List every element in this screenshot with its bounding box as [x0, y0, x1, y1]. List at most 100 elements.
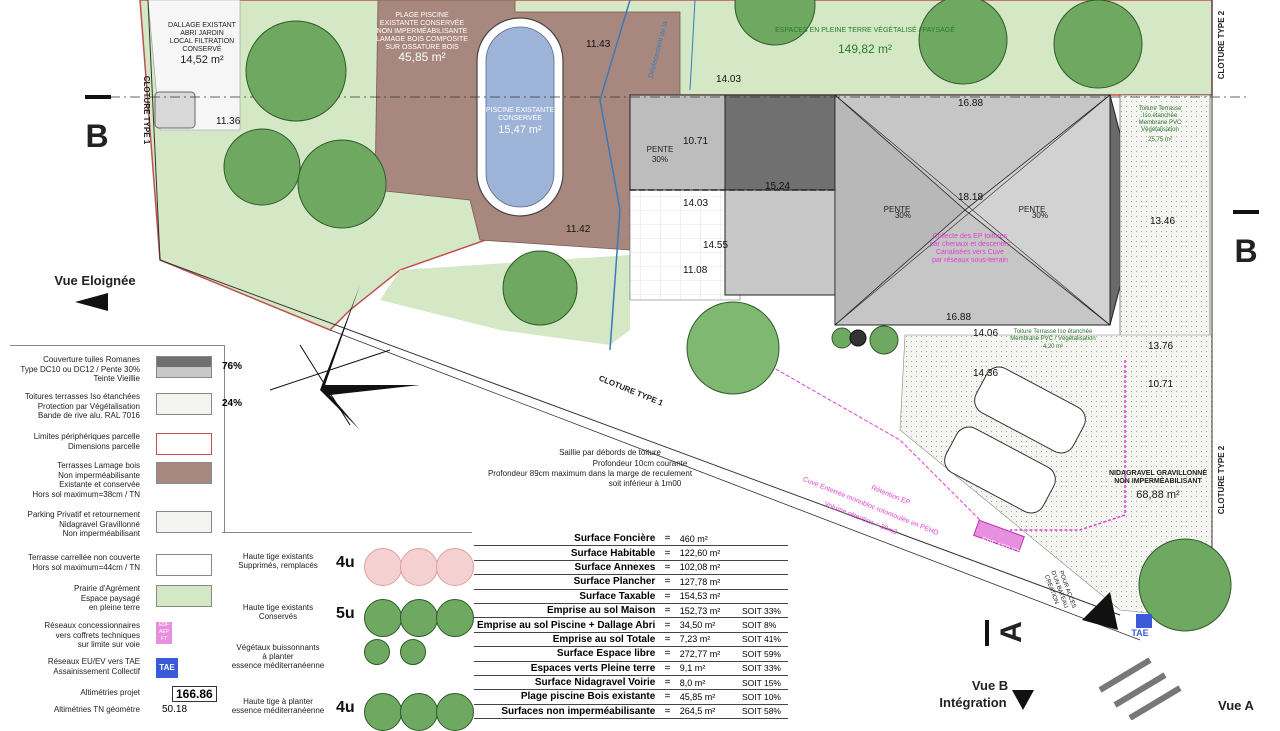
surface-equals: =	[658, 560, 677, 576]
legend-item-text: en pleine terre	[88, 603, 140, 612]
tree-planted	[686, 301, 780, 395]
surface-equals: =	[658, 545, 677, 561]
vue-a-label: Vue A	[1218, 698, 1254, 713]
legend-item-text: Altimétries projet	[80, 688, 140, 697]
altimetry-value: 10.71	[683, 136, 708, 147]
eu-pipe	[689, 0, 696, 91]
vue-eloignee-label: Vue Eloignée	[54, 273, 135, 288]
legend-swatch	[156, 462, 212, 484]
legend-item-text: Protection par Végétalisation	[37, 401, 140, 411]
legend-item-text: Parking Privatif et retournement	[27, 510, 141, 519]
section-b-marker-right	[1233, 210, 1259, 214]
surface-equals: =	[658, 689, 677, 705]
tree-icon	[364, 693, 402, 731]
aep-pipe	[599, 0, 631, 351]
pente-label: PENTE	[1019, 205, 1046, 214]
toiture2-label: 4,20 m²	[1043, 344, 1063, 350]
dallage-label: ABRI JARDIN	[180, 30, 224, 37]
tree-legend-text: essence méditerranéenne	[231, 661, 325, 670]
tree-legend-text: essence méditerranéenne	[231, 706, 325, 715]
shrub	[831, 327, 853, 349]
plage-label: PLAGE PISCINE	[395, 12, 449, 19]
surface-label: Emprise au sol Maison	[474, 603, 659, 619]
surface-equals: =	[658, 646, 677, 662]
toiture2-label: Toiture Terrasse Iso étanchée	[1014, 329, 1093, 335]
legend-swatch	[156, 433, 212, 455]
pente-pct: 30%	[1032, 211, 1048, 220]
saillie-label: Profondeur 10cm courante	[593, 459, 688, 468]
legend-item-text: Hors sol maximum=44cm / TN	[32, 562, 140, 572]
toiture1-label: 25,75 m²	[1148, 137, 1172, 143]
altimetry-tn-value: 50.18	[162, 704, 188, 715]
altimetry-value: 11.08	[683, 265, 708, 276]
surface-label: Surface Espace libre	[474, 646, 659, 662]
legend-item-text: Teinte Vieillie	[93, 374, 140, 383]
surface-equals: =	[658, 632, 677, 648]
section-a-marker	[985, 620, 989, 646]
espaces-area-value: 149,82 m²	[838, 42, 892, 56]
legend-item-text: Couverture tuiles Romanes	[43, 355, 140, 364]
legend-item-text: Réseaux concessionnaires	[44, 621, 140, 630]
edf-line	[1010, 360, 1126, 531]
collecte-label: Canalisées vers Cuve	[936, 249, 1004, 256]
surface-percent: SOIT 59%	[738, 646, 788, 662]
piscine-label: PISCINE EXISTANTE	[486, 107, 555, 114]
tree-existing	[223, 128, 301, 206]
surface-percent: SOIT 33%	[738, 603, 788, 619]
surface-label: Surface Annexes	[474, 560, 659, 576]
tree-existing	[502, 250, 578, 326]
piscine-label: CONSERVÉE	[498, 113, 542, 122]
toiture-terrasse-1	[1119, 94, 1211, 346]
tree-removed-icon	[400, 548, 438, 586]
toiture2-label: Membrane PVC / Végétalisation	[1010, 336, 1095, 342]
altimetry-value: 11.42	[566, 224, 591, 235]
legend-item-text: Non imperméabilisante	[58, 470, 140, 480]
toiture1-label: Iso étanchée	[1143, 113, 1178, 119]
legend-item-text: Limites périphériques parcelle	[33, 432, 140, 441]
legend-item-text: Nidagravel Gravillonné	[59, 519, 140, 529]
roof-panel-1	[629, 94, 726, 191]
surface-equals: =	[658, 574, 677, 590]
surface-percent	[738, 545, 788, 561]
tree-legend-text: Végétaux buissonnants	[236, 643, 320, 652]
tree-icon	[364, 599, 402, 637]
section-b-marker-left	[85, 95, 111, 99]
legend-item-text: Non imperméabilisant	[62, 529, 140, 538]
surface-label: Espaces verts Pleine terre	[474, 661, 659, 676]
saillie-label: Saillie par débords de toiture	[559, 448, 661, 457]
toiture1-label: Végétalisation	[1141, 127, 1179, 133]
surface-value: 102,08 m²	[676, 560, 739, 576]
tree-legend-text: Haute tige existants	[242, 552, 314, 561]
legend-item-text: Terrasse carrellée non couverte	[27, 553, 140, 562]
plage-area-value: 45,85 m²	[398, 50, 445, 64]
legend-item-text: Existante et conservée	[59, 480, 140, 489]
tree-legend-text: à planter	[262, 652, 294, 661]
abri-cylinder	[154, 91, 196, 129]
surface-equals: =	[658, 704, 677, 720]
legend-item-text: Réseaux EU/EV vers TAE	[47, 657, 140, 666]
surface-equals: =	[658, 603, 677, 619]
tree-count: 4u	[336, 699, 355, 716]
vue-b-icon	[1012, 690, 1034, 710]
surface-value: 122,60 m²	[676, 545, 739, 561]
tree-existing	[1053, 0, 1143, 89]
legend-swatch: TAE	[156, 658, 212, 680]
altimetry-value: 14.06	[973, 328, 998, 339]
surface-row: Surface Habitable=122,60 m²	[474, 545, 788, 561]
surface-label: Surface Habitable	[474, 545, 659, 561]
tree-planted	[1138, 538, 1232, 632]
altimetry-value: 13.46	[1150, 216, 1175, 227]
